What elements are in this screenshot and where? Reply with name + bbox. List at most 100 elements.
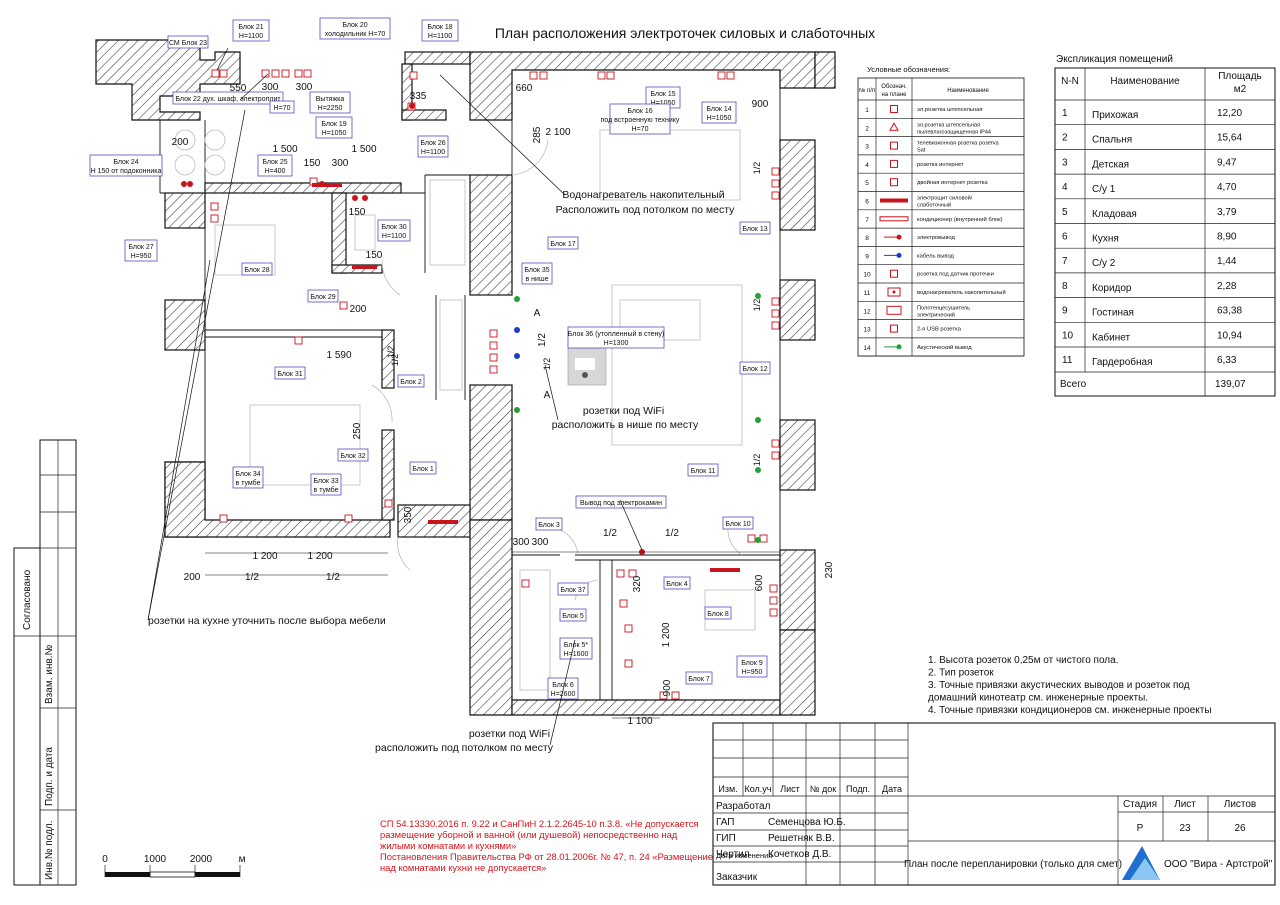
svg-text:Прихожая: Прихожая [1092,110,1138,121]
legend-title: Условные обозначения: [867,65,950,74]
svg-text:С/у 1: С/у 1 [1092,184,1116,195]
svg-text:Обознач.: Обознач. [881,84,907,90]
explication-table: Экспликация помещений N-N Наименование П… [1054,54,1276,397]
note-line: 4. Точные привязки кондиционеров см. инж… [928,705,1212,716]
block-label-b32: Блок 32 [337,448,369,462]
title-block-header-cell: Подп. [846,784,870,794]
leak-sensor-icon [890,269,898,278]
dimension-label: 250 [352,422,363,439]
ip44-socket-icon [889,122,899,131]
dimension-label: 285 [532,126,543,143]
dimension-label: 200 [350,304,367,315]
svg-text:кабель вывод: кабель вывод [917,253,955,259]
svg-text:Гостиная: Гостиная [1092,308,1134,319]
svg-text:электровывод: электровывод [917,235,955,241]
svg-text:Блок 34в тумбе: Блок 34в тумбе [235,471,260,487]
title-block-name: Решетняк В.В. [768,833,835,844]
regulation-note-line: Постановления Правительства РФ от 28.01.… [380,851,713,862]
svg-text:Блок 28: Блок 28 [244,267,269,274]
stamp-inv-orig: Инв.№ подл. [44,820,55,880]
water-heater-icon [887,287,901,297]
scale-bar: 0 1000 2000 м [102,854,246,878]
legend: Условные обозначения: № п/п Обознач. на … [857,65,1025,357]
svg-text:Блок 36 (утопленный в стену)H=: Блок 36 (утопленный в стену)H=1300 [568,330,664,347]
svg-text:Акустический вывод: Акустический вывод [917,344,972,351]
block-label-b10: Блок 10 [722,516,754,530]
title-block-role: Чертил [716,849,750,860]
svg-text:на плане: на плане [881,92,907,98]
svg-text:двойная интернет розетка: двойная интернет розетка [917,179,988,186]
ac-icon [879,216,909,222]
stage-value: Р [1137,823,1144,834]
svg-text:кондиционер (внутренний блок): кондиционер (внутренний блок) [917,216,1003,223]
svg-text:Блок 13: Блок 13 [742,226,767,233]
note-line: 1. Высота розеток 0,25м от чистого пола. [928,655,1118,666]
block-label-b22: Блок 22 дух. шкаф, электроплит [172,91,284,105]
dimension-label: A [544,390,551,401]
svg-text:Полотенцесушитель: Полотенцесушитель [917,305,970,311]
svg-text:4: 4 [865,162,869,169]
explication-total-value: 139,07 [1215,379,1246,390]
title-block-header-cell: Изм. [718,784,737,794]
annotation-wifi-ceiling: розетки под WiFi расположить под потолко… [375,728,554,754]
sheet-value: 23 [1179,823,1191,834]
dimension-label: 300 [513,537,530,548]
cable-outlet-icon [884,252,902,258]
dimension-label: 660 [516,83,533,94]
svg-text:Блок 17: Блок 17 [550,241,575,248]
svg-text:Блок 3: Блок 3 [538,522,560,529]
svg-text:Блок 21H=1100: Блок 21H=1100 [238,24,263,40]
dimension-label: 1/2 [245,572,259,583]
dimension-label: 600 [754,574,765,591]
svg-text:6: 6 [865,199,869,206]
annotation-kitchen-sockets: розетки на кухне уточнить после выбора м… [148,615,386,627]
company-name: ООО "Вира - Артстрой" [1164,859,1273,870]
block-label-b29: Блок 29 [307,289,339,303]
block-label-b8: Блок 8 [704,606,732,620]
svg-text:2-я USB розетка: 2-я USB розетка [917,327,962,333]
svg-text:электрощит силовой/: электрощит силовой/ [917,195,973,202]
svg-text:Блок 14H=1050: Блок 14H=1050 [706,106,731,122]
svg-text:Коридор: Коридор [1092,283,1132,294]
block-label-b1: Блок 1 [409,461,437,475]
svg-text:13: 13 [863,327,871,334]
sheets-header: Листов [1224,799,1257,810]
block-label-b31: Блок 31 [274,366,306,380]
svg-text:электрический: электрический [917,311,955,318]
internet-socket-icon [890,159,898,168]
block-label-b12: Блок 12 [739,361,771,375]
svg-text:1: 1 [1062,108,1068,119]
svg-text:Блок 31: Блок 31 [277,371,302,378]
stamp-approved: Согласовано [22,569,33,630]
dimension-label: 150 [366,250,383,261]
dimension-label: 300 [532,537,549,548]
title-block-header-cell: Лист [780,784,800,794]
dimension-label: 1/2 [542,358,552,371]
scale-label-1000: 1000 [144,854,167,865]
dimension-label: 320 [632,575,643,592]
partitions [159,88,781,700]
stamp-replaced-inv: Взам. инв.№ [44,645,55,704]
explication-total-label: Всего [1060,379,1087,390]
